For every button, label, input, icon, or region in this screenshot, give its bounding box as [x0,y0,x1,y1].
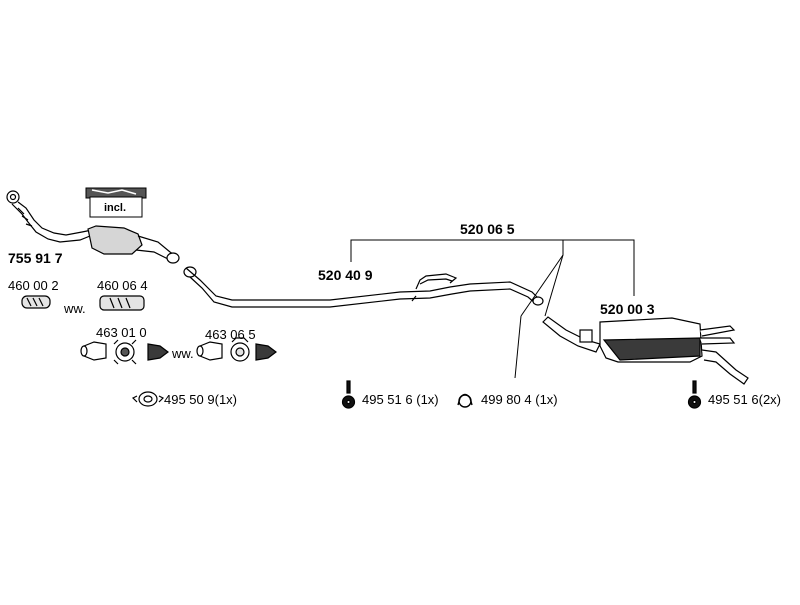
rear-muffler-icon [542,316,749,385]
ring-clamp-icon [131,391,165,407]
clamp-463-06-5-icon [196,337,277,362]
catalyst-icon [6,190,180,264]
gasket-460-06-4-icon [99,295,145,311]
kit-bracket [350,239,635,379]
clamp-number: 463 06 5 [205,327,256,342]
clamp-alt-label: ww. [172,346,194,361]
rubber-hanger-rear-icon [687,380,702,409]
rear-muffler-number: 520 00 3 [600,301,655,317]
gasket-number: 460 00 2 [8,278,59,293]
clamp-number: 463 01 0 [96,325,147,340]
rubber-hanger-icon [341,380,356,409]
accessory-label: 495 51 6(2x) [708,392,781,407]
included-box-icon [85,187,147,218]
gasket-460-00-2-icon [21,295,51,309]
gasket-number: 460 06 4 [97,278,148,293]
front-pipe-number: 520 40 9 [318,267,373,283]
omega-clamp-icon [457,393,473,408]
gasket-alt-label: ww. [64,301,86,316]
front-pipe-icon [183,266,544,308]
clamp-463-01-0-icon [80,339,169,365]
accessory-label: 499 80 4 (1x) [481,392,558,407]
accessory-label: 495 51 6 (1x) [362,392,439,407]
catalyst-number: 755 91 7 [8,250,63,266]
accessory-label: 495 50 9(1x) [164,392,237,407]
included-label: incl. [104,202,127,214]
kit-number: 520 06 5 [460,221,515,237]
